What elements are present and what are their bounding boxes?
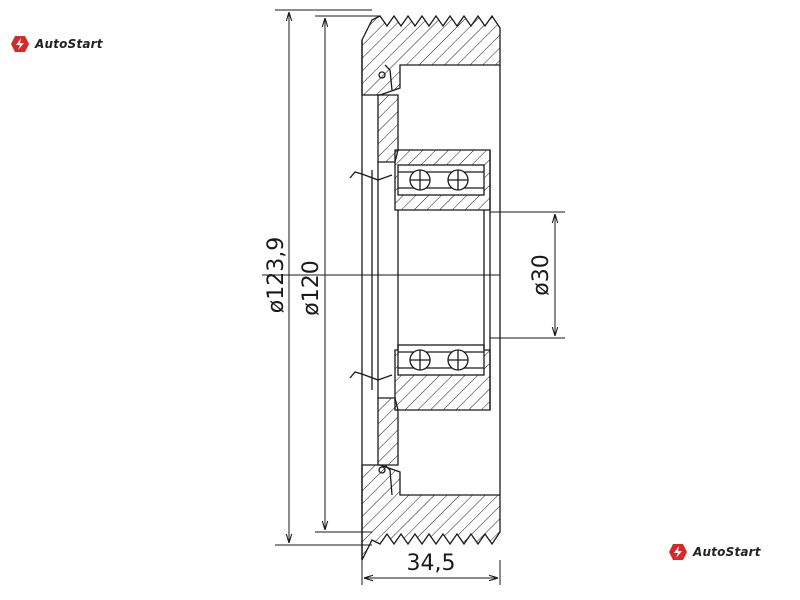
autostart-logo-icon [11,36,29,52]
brand-name: AutoStart [693,545,761,559]
lower-rim-section [361,464,501,561]
label-groove-diameter: ø120 [299,260,324,315]
upper-rim-section [361,14,501,96]
brand-logo-bottom: AutoStart [668,543,761,561]
autostart-logo-icon [669,544,687,560]
brand-logo-top: AutoStart [10,35,103,53]
brand-name: AutoStart [35,37,103,51]
label-bore-diameter: ø30 [529,254,554,295]
label-outer-diameter: ø123,9 [264,237,289,313]
label-width: 34,5 [407,551,456,576]
